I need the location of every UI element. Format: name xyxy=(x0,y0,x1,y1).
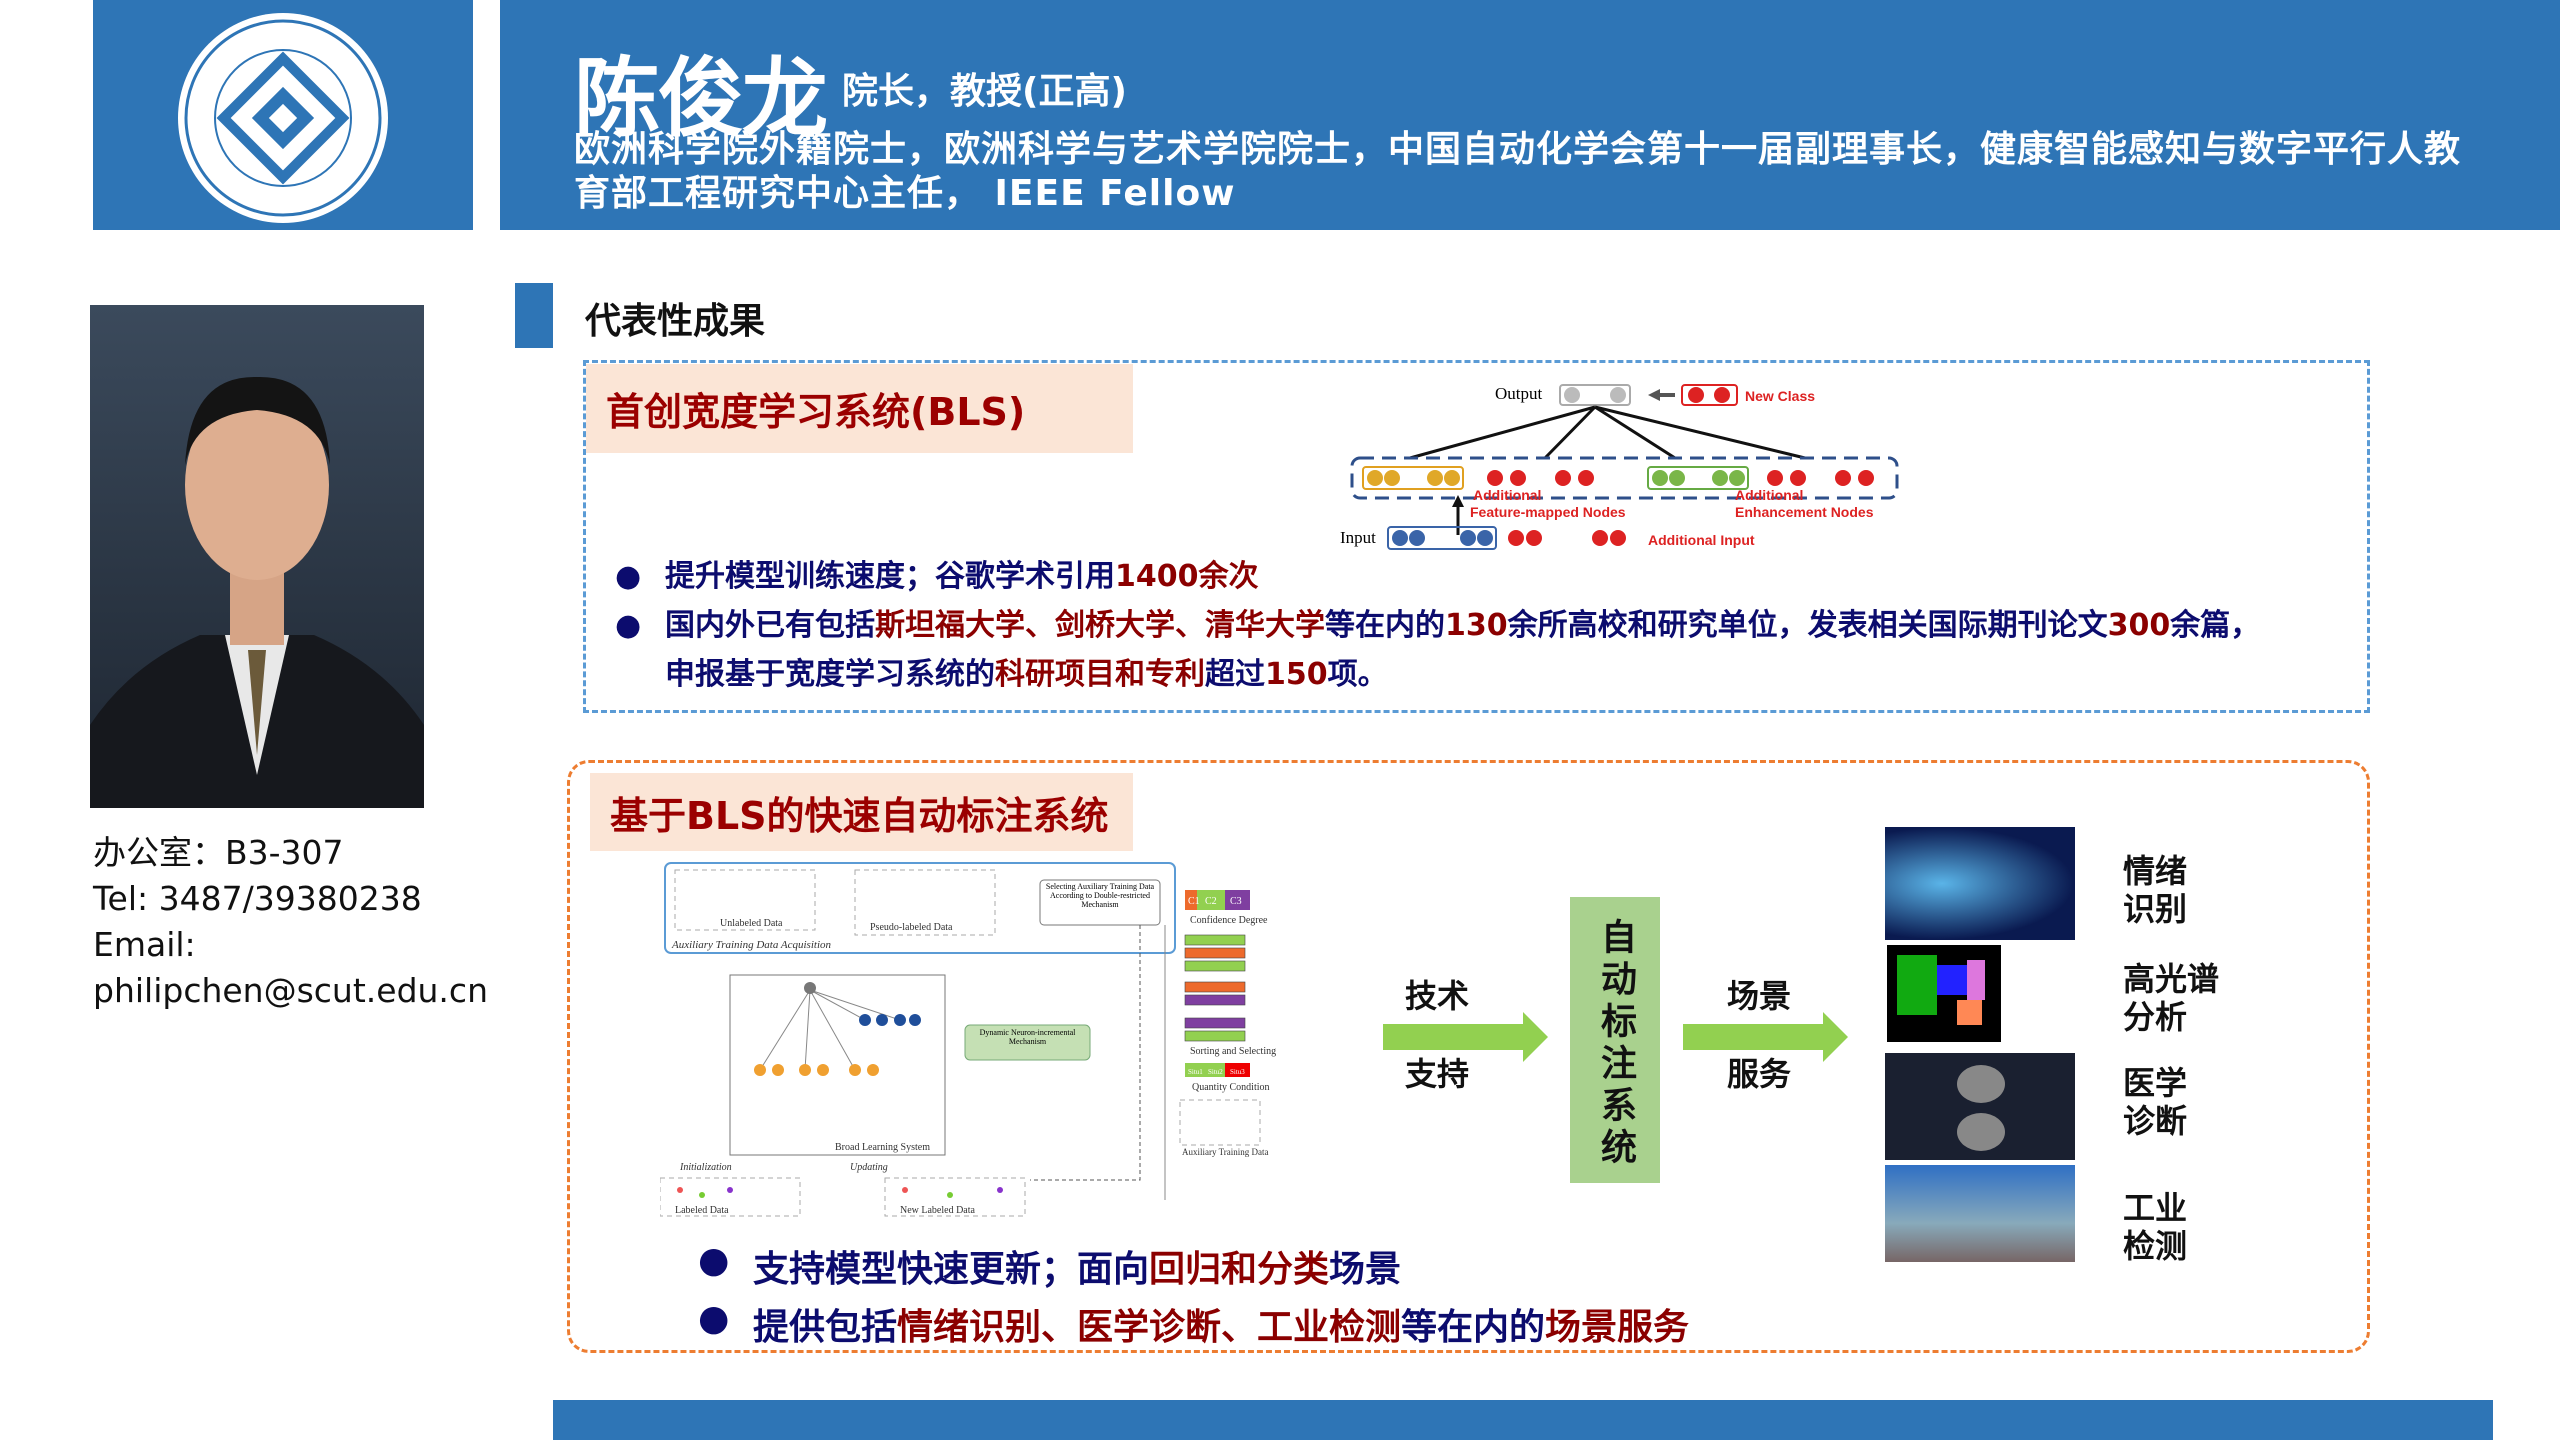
init-label: Initialization xyxy=(679,1162,732,1173)
section-marker xyxy=(515,283,553,348)
footer-bar xyxy=(553,1400,2493,1440)
confidence-label: Confidence Degree xyxy=(1190,915,1268,926)
hyperspectral-image xyxy=(1887,945,2077,1042)
telephone: Tel: 3487/39380238 xyxy=(93,879,422,918)
add-feature-label-2: Feature-mapped Nodes xyxy=(1470,504,1626,520)
person-honors: 欧洲科学院外籍院士，欧洲科学与艺术学院院士，中国自动化学会第十一届副理事长，健康… xyxy=(574,129,2462,214)
app-hyperspectral: 高光谱分析 xyxy=(2123,960,2220,1036)
pseudo-data-label: Pseudo-labeled Data xyxy=(870,922,953,933)
situ2-label: Situ2 xyxy=(1208,1068,1223,1076)
acq-label: Auxiliary Training Data Acquisition xyxy=(671,939,831,951)
annotation-title: 基于BLS的快速自动标注系统 xyxy=(590,773,1133,851)
c3-label: C3 xyxy=(1230,896,1242,907)
section-title: 代表性成果 xyxy=(585,301,766,342)
person-name: 陈俊龙 xyxy=(574,49,828,149)
tech-label-2: 支持 xyxy=(1405,1055,1470,1093)
industrial-inspection-image xyxy=(1885,1165,2075,1262)
medical-diagnosis-image xyxy=(1885,1053,2075,1160)
emotion-recognition-image xyxy=(1885,827,2075,940)
output-label: Output xyxy=(1495,384,1543,403)
bls-bullet-1: ●提升模型训练速度；谷歌学术引用1400余次 xyxy=(615,559,1259,594)
add-feature-label: Additional xyxy=(1473,487,1541,503)
add-input-label: Additional Input xyxy=(1648,532,1755,548)
contact-info: 办公室：B3-307 Tel: 3487/39380238 Email: phi… xyxy=(93,830,488,1014)
bls-title: 首创宽度学习系统(BLS) xyxy=(586,364,1133,453)
app-medical: 医学诊断 xyxy=(2123,1064,2188,1140)
add-enh-label: Additional xyxy=(1735,487,1803,503)
app-emotion: 情绪识别 xyxy=(2123,852,2188,928)
dyn-label: Dynamic Neuron-incremental Mechanism xyxy=(979,1028,1076,1046)
new-labeled-label: New Labeled Data xyxy=(900,1205,976,1216)
logo-panel xyxy=(93,0,473,230)
bls-bullet-2: ●国内外已有包括斯坦福大学、剑桥大学、清华大学等在内的130余所高校和研究单位，… xyxy=(615,608,2261,692)
labeled-data-label: Labeled Data xyxy=(675,1205,729,1216)
scene-label-1: 场景 xyxy=(1727,977,1792,1015)
annot-bullet-1: ●支持模型快速更新；面向回归和分类场景 xyxy=(698,1240,1402,1290)
select-label: Selecting Auxiliary Training Data Accord… xyxy=(1045,882,1155,909)
new-class-label: New Class xyxy=(1745,388,1815,404)
school-logo xyxy=(178,13,388,223)
arrow-right-icon xyxy=(1683,1012,1848,1062)
quantity-label: Quantity Condition xyxy=(1192,1082,1270,1093)
scene-label-2: 服务 xyxy=(1727,1055,1792,1093)
app-industrial: 工业检测 xyxy=(2123,1189,2188,1265)
portrait-photo xyxy=(90,305,424,808)
annotation-flow-diagram: Unlabeled Data Pseudo-labeled Data Auxil… xyxy=(660,862,1276,1217)
c2-label: C2 xyxy=(1205,896,1217,907)
arrow-right-icon xyxy=(1383,1012,1548,1062)
annot-bullet-2: ●提供包括情绪识别、医学诊断、工业检测等在内的场景服务 xyxy=(698,1298,1690,1348)
office: 办公室：B3-307 xyxy=(93,833,344,872)
unlabeled-data-label: Unlabeled Data xyxy=(720,918,783,929)
aux-data-label: Auxiliary Training Data xyxy=(1182,1147,1269,1157)
situ3-label: Situ3 xyxy=(1230,1068,1245,1076)
person-role: 院长，教授(正高) xyxy=(842,71,1127,112)
bls-label: Broad Learning System xyxy=(835,1142,930,1153)
email-label: Email: xyxy=(93,925,196,964)
auto-annotation-system-box: 自动标注系统 xyxy=(1570,897,1660,1183)
bls-panel xyxy=(583,360,2370,713)
email-address[interactable]: philipchen@scut.edu.cn xyxy=(93,971,488,1010)
bls-architecture-diagram: Output New Class Additional Feature-mapp… xyxy=(1340,384,1899,550)
header: 陈俊龙 院长，教授(正高) 欧洲科学院外籍院士，欧洲科学与艺术学院院士，中国自动… xyxy=(500,0,2560,230)
situ1-label: Situ1 xyxy=(1188,1068,1203,1076)
sorting-label: Sorting and Selecting xyxy=(1190,1046,1276,1057)
update-label: Updating xyxy=(850,1162,888,1173)
input-label: Input xyxy=(1340,528,1376,547)
add-enh-label-2: Enhancement Nodes xyxy=(1735,504,1874,520)
annotation-panel xyxy=(567,760,2370,1353)
tech-label-1: 技术 xyxy=(1405,977,1470,1015)
c1-label: C1 xyxy=(1188,896,1200,907)
